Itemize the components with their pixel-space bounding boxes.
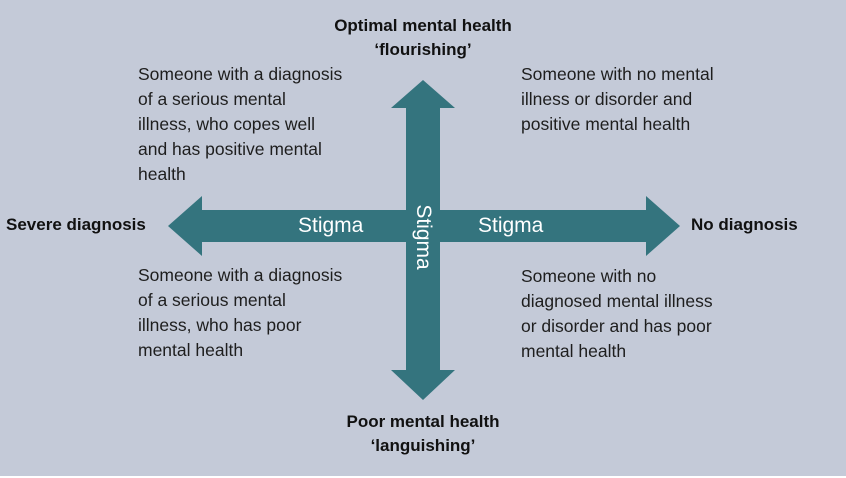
quadrant-top-left: Someone with a diagnosis of a serious me… — [138, 62, 342, 187]
axis-top-line2: ‘flourishing’ — [374, 40, 472, 59]
quadrant-top-left-line: of a serious mental — [138, 89, 286, 109]
quadrant-bottom-right-line: Someone with no — [521, 266, 657, 286]
quadrant-bottom-left-line: of a serious mental — [138, 290, 286, 310]
quadrant-bottom-left: Someone with a diagnosis of a serious me… — [138, 263, 342, 363]
axis-bottom-line2: ‘languishing’ — [370, 436, 476, 455]
quadrant-bottom-left-line: Someone with a diagnosis — [138, 265, 343, 285]
quadrant-top-left-line: Someone with a diagnosis — [138, 64, 343, 84]
stigma-right-label: Stigma — [478, 214, 544, 237]
axis-bottom-line1: Poor mental health — [346, 412, 500, 431]
quadrant-top-right: Someone with no mental illness or disord… — [521, 62, 714, 137]
quadrant-top-left-line: illness, who copes well — [138, 114, 316, 134]
quadrant-top-left-line: and has positive mental — [138, 139, 322, 159]
quadrant-bottom-right-line: mental health — [521, 341, 627, 361]
quadrant-bottom-left-line: illness, who has poor — [138, 315, 302, 335]
quadrant-top-right-line: illness or disorder and — [521, 89, 693, 109]
axis-right-label: No diagnosis — [691, 215, 798, 234]
axis-top-label: Optimal mental health ‘flourishing’ — [293, 14, 553, 62]
quadrant-top-right-line: positive mental health — [521, 114, 691, 134]
vertical-arrow — [391, 80, 455, 400]
quadrant-bottom-right-line: or disorder and has poor — [521, 316, 712, 336]
quadrant-bottom-right-line: diagnosed mental illness — [521, 291, 713, 311]
quadrant-bottom-right: Someone with no diagnosed mental illness… — [521, 264, 713, 364]
axis-left-label: Severe diagnosis — [6, 215, 146, 234]
quadrant-top-right-line: Someone with no mental — [521, 64, 714, 84]
stigma-left-label: Stigma — [298, 214, 364, 237]
axis-top-line1: Optimal mental health — [334, 16, 512, 35]
stigma-vertical-label: Stigma — [412, 204, 435, 270]
quadrant-top-left-line: health — [138, 164, 186, 184]
quadrant-bottom-left-line: mental health — [138, 340, 244, 360]
axis-bottom-label: Poor mental health ‘languishing’ — [293, 410, 553, 458]
